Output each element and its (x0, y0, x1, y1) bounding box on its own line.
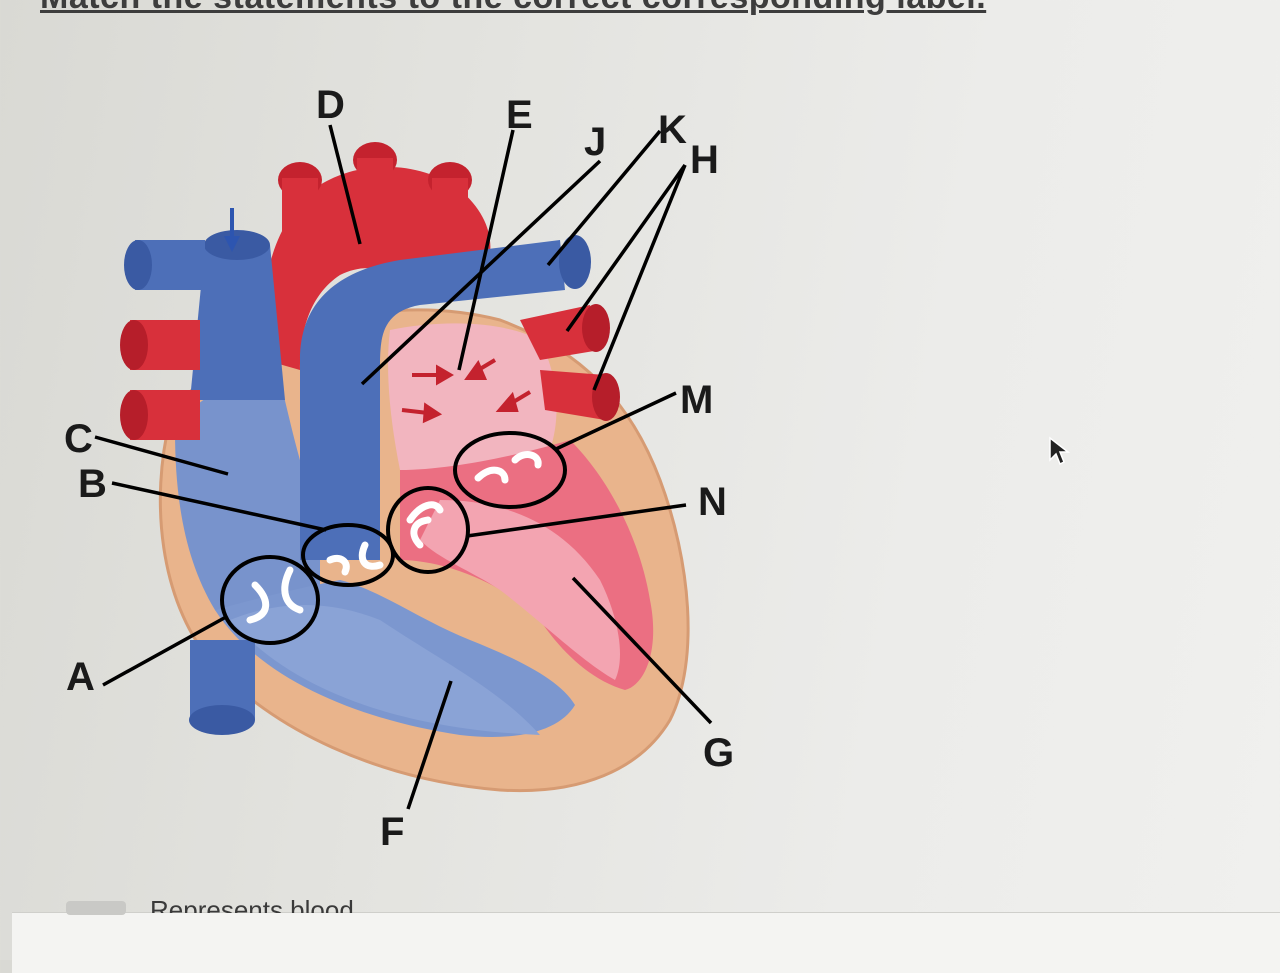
label-G: G (703, 731, 734, 775)
label-H: H (690, 138, 719, 182)
label-B: B (78, 462, 107, 506)
question-panel (12, 912, 1280, 973)
arrow-cursor-icon (1048, 436, 1070, 466)
label-C: C (64, 417, 93, 461)
drag-item-box[interactable] (66, 901, 126, 915)
label-J: J (584, 120, 606, 164)
label-D: D (316, 83, 345, 127)
label-E: E (506, 93, 533, 137)
label-K: K (658, 108, 687, 152)
label-A: A (66, 655, 95, 699)
left-atrium (388, 323, 557, 470)
label-N: N (698, 480, 727, 524)
label-M: M (680, 378, 713, 422)
statement-text: Represents blood... (150, 895, 375, 913)
label-F: F (380, 810, 404, 854)
